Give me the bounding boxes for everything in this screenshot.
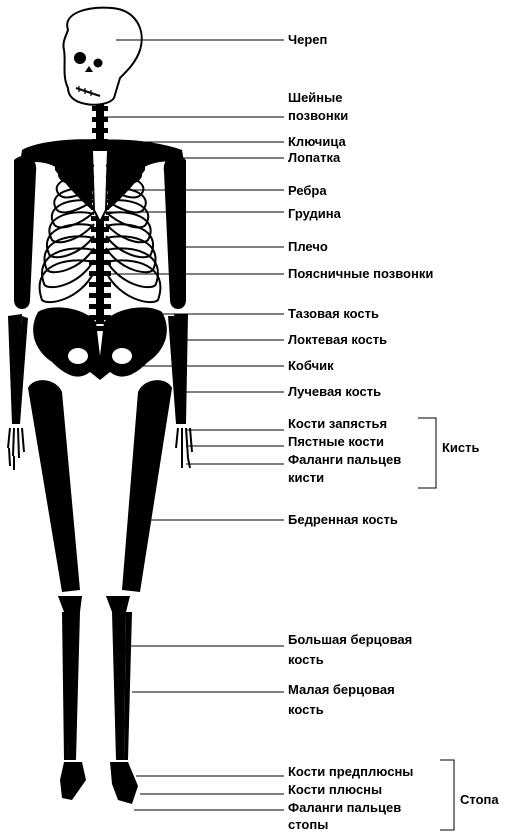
group-hand: Кисть xyxy=(442,440,480,455)
vertebra xyxy=(92,117,108,122)
vertebra xyxy=(89,304,111,309)
label-foot-phalanges-line1: Фаланги пальцев xyxy=(288,800,401,816)
label-radius: Лучевая кость xyxy=(288,384,381,400)
label-metacarpals: Пястные кости xyxy=(288,434,384,450)
label-lumbar: Поясничные позвонки xyxy=(288,266,433,282)
label-ribs: Ребра xyxy=(288,183,327,199)
label-carpals: Кости запястья xyxy=(288,416,387,432)
vertebra xyxy=(89,282,111,287)
label-cervical-line1: Шейные xyxy=(288,90,342,106)
vertebra xyxy=(89,293,111,298)
vertebra xyxy=(92,128,108,133)
rib xyxy=(40,260,94,302)
label-hand-phalanges-line2: кисти xyxy=(288,470,324,486)
label-skull: Череп xyxy=(288,32,327,48)
label-tarsals: Кости предплюсны xyxy=(288,764,413,780)
label-fibula-line1: Малая берцовая xyxy=(288,682,395,698)
group-foot: Стопа xyxy=(460,792,499,807)
label-sternum: Грудина xyxy=(288,206,341,222)
vertebra xyxy=(91,227,109,232)
label-clavicle: Ключица xyxy=(288,134,346,150)
label-humerus: Плечо xyxy=(288,239,328,255)
feet xyxy=(60,762,138,804)
rib xyxy=(106,260,160,302)
label-femur: Бедренная кость xyxy=(288,512,398,528)
label-scapula: Лопатка xyxy=(288,150,340,166)
label-foot-phalanges-line2: стопы xyxy=(288,817,328,833)
label-cervical-line2: позвонки xyxy=(288,108,348,124)
label-coccyx: Кобчик xyxy=(288,358,334,374)
label-pelvis: Тазовая кость xyxy=(288,306,379,322)
skull xyxy=(63,8,141,105)
label-tibia-line1: Большая берцовая xyxy=(288,632,412,648)
femur xyxy=(28,380,172,592)
tibia-fibula xyxy=(58,596,132,760)
label-hand-phalanges-line1: Фаланги пальцев xyxy=(288,452,401,468)
label-metatarsals: Кости плюсны xyxy=(288,782,382,798)
label-tibia-line2: кость xyxy=(288,652,324,668)
label-fibula-line2: кость xyxy=(288,702,324,718)
vertebra xyxy=(92,106,108,111)
label-ulna: Локтевая кость xyxy=(288,332,387,348)
sternum xyxy=(92,150,108,222)
